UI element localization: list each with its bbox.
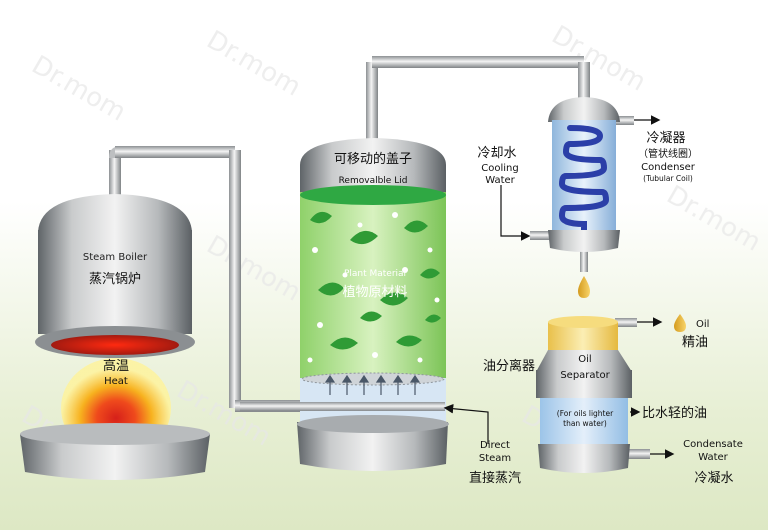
boiler-label-cn: 蒸汽锅炉 (89, 271, 141, 287)
condensate-callout: Condensate Water 冷凝水 (650, 439, 743, 486)
condenser-top-cap (548, 97, 620, 122)
steam-arrows (324, 374, 421, 395)
distillation-still: 可移动的盖子 Removalble Lid Plant Material 植物原… (297, 138, 449, 471)
boiler-body (38, 230, 192, 334)
separator-note-en-2: than water) (563, 419, 607, 428)
pipe-to-condenser (372, 56, 584, 68)
steam-label-cn: 直接蒸汽 (469, 470, 521, 486)
oil-label-en: Oil (696, 319, 709, 330)
pipe-descending (229, 150, 241, 408)
condenser-label-cn: 冷凝器 (646, 130, 685, 146)
lighter-oil-callout: 比水轻的油 (630, 405, 707, 421)
bubbles (307, 212, 440, 363)
steam-label-en-1: Direct (480, 440, 510, 451)
boiler-dome (38, 194, 192, 232)
plant-label-en: Plant Material (344, 269, 406, 279)
heat-label-en: Heat (104, 376, 128, 387)
heat-label-cn: 高温 (103, 358, 129, 374)
direct-steam-callout: Direct Steam 直接蒸汽 (443, 403, 521, 486)
separator-band (536, 370, 632, 398)
oil-drop (578, 276, 590, 298)
plant-label-cn: 植物原材料 (342, 285, 407, 300)
pipe-condenser-down (578, 62, 590, 102)
separator-note-cn: 比水轻的油 (642, 405, 707, 421)
separator-label-en-2: Separator (560, 370, 610, 381)
separator-water (540, 398, 628, 446)
separator-oil-top (548, 316, 618, 328)
oil-output-drop (674, 314, 686, 332)
oil-output-callout: Oil 精油 (637, 314, 709, 350)
steam-callout-line (443, 403, 489, 444)
separator-label-en-1: Oil (578, 354, 591, 365)
pipe-cooling-out (612, 116, 634, 125)
pipe-condensate-drip (580, 248, 588, 272)
boiler-label-en: Steam Boiler (83, 252, 148, 263)
watermark-text: Dr.mom (202, 25, 306, 103)
cooling-callout-line (500, 185, 531, 241)
separator-label-cn: 油分离器 (483, 358, 535, 374)
boiler-fire-glow (51, 335, 179, 355)
pipe-still-riser (366, 62, 378, 142)
condenser-bottom-cap (548, 230, 620, 252)
perforated-plate (301, 372, 445, 386)
leaves (310, 211, 441, 350)
condensate-label-en-2: Water (698, 452, 728, 463)
steam-label-en-2: Steam (479, 453, 511, 464)
condenser-label-cn-sub: （管状线圈） (638, 147, 698, 160)
lid-label-cn: 可移动的盖子 (334, 151, 412, 167)
separator-base (538, 444, 630, 473)
separator-note-en-1: (For oils lighter (557, 409, 614, 418)
condenser (548, 97, 620, 298)
oil-separator: Oil Separator (For oils lighter than wat… (536, 316, 632, 473)
condenser-label-en-sub: (Tubular Coil) (643, 174, 693, 183)
burner-top (20, 423, 210, 445)
condensate-label-en-1: Condensate (683, 439, 743, 450)
condenser-callout: 冷凝器 （管状线圈） Condenser (Tubular Coil) (634, 115, 698, 183)
cooling-label-en-1: Cooling (481, 163, 518, 174)
pipe-water-out (626, 449, 650, 459)
pipe-top-horizontal (115, 146, 235, 158)
still-base-top (297, 415, 449, 433)
cooling-label-en-2: Water (485, 175, 515, 186)
pipe-boiler-riser (109, 150, 121, 195)
pipe-cooling-in (530, 231, 556, 240)
pipe-oil-out (615, 318, 637, 327)
steam-boiler: Steam Boiler 蒸汽锅炉 (35, 194, 195, 358)
watermark-text: Dr.mom (202, 230, 306, 308)
condensate-label-cn: 冷凝水 (694, 470, 733, 486)
burner-plate (20, 434, 210, 480)
still-lid (300, 138, 446, 194)
lid-label-en: Removalble Lid (339, 176, 408, 186)
cooling-water-callout: 冷却水 Cooling Water (477, 146, 531, 241)
still-base (297, 422, 448, 471)
condenser-label-en: Condenser (641, 162, 696, 173)
oil-label-cn: 精油 (682, 335, 708, 350)
heat-source: 高温 Heat (20, 358, 210, 480)
cooling-label-cn: 冷却水 (477, 146, 516, 161)
separator-collar (536, 350, 632, 372)
watermark-text: Dr.mom (662, 180, 766, 258)
watermark-text: Dr.mom (27, 50, 131, 128)
condenser-coil (558, 125, 610, 245)
pipe-steam-inlet (240, 402, 445, 411)
still-plant-top (300, 185, 446, 205)
